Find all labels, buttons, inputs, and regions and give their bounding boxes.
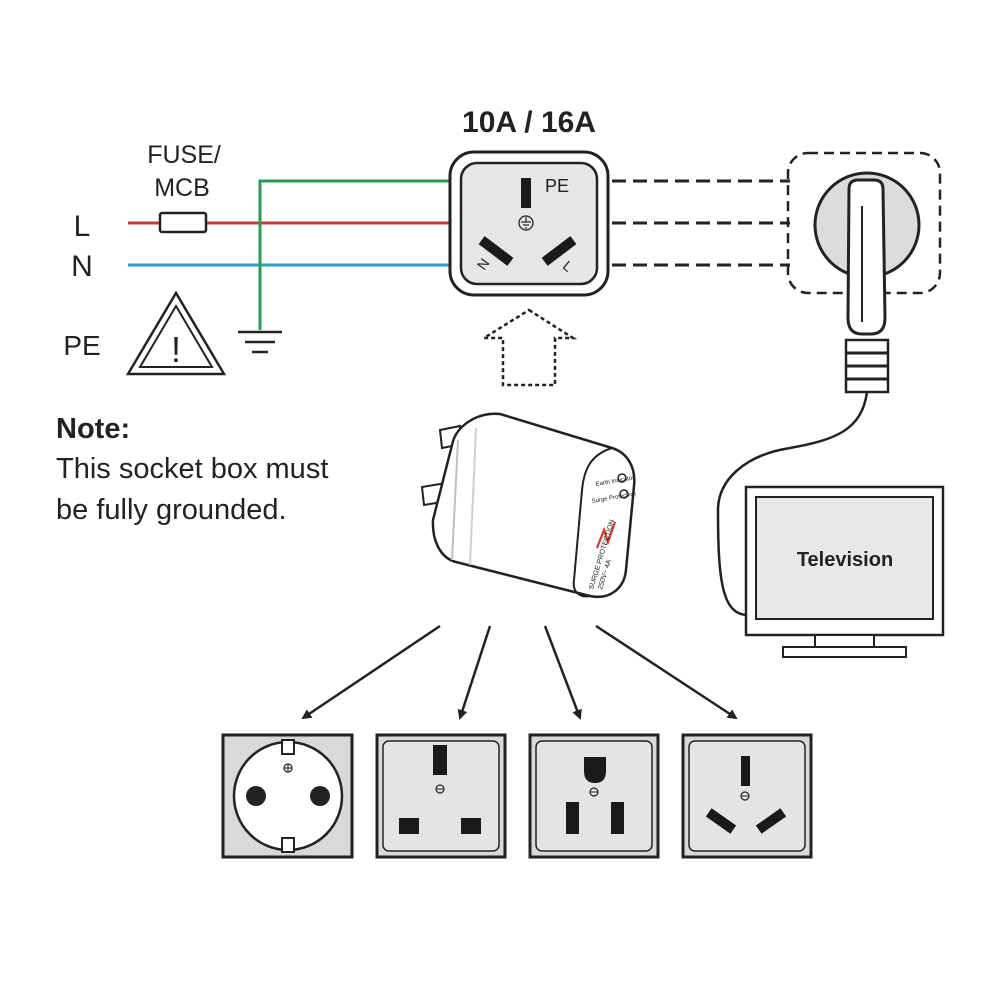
indicator-light-1 [617,473,627,483]
line-label: L [74,210,91,243]
plug-outline-box [786,151,942,295]
fuse-label-line2: MCB [154,174,210,202]
main-socket: PE N L [448,150,610,297]
au-socket-icon [681,733,813,859]
us-socket-icon [528,733,660,859]
distribution-arrows [301,624,738,720]
ground-icon [238,330,282,354]
arrow-to-schuko [301,624,441,720]
earth-symbol-icon [518,215,534,231]
schuko-socket-icon [221,733,354,859]
neutral-pin-slot [478,236,514,266]
arrow-to-uk [457,625,492,720]
note-line1: This socket box must [56,453,328,485]
adapter-icon: Earth Indicator Surge Protection SURGE P… [420,412,636,599]
warning-mark: ! [171,329,181,370]
power-cable [716,391,869,617]
earth-label: PE [63,330,100,361]
socket-pe-label: PE [545,176,569,196]
line-pin-slot [541,236,577,266]
dashed-connectors [612,179,790,267]
arrow-to-us [543,625,582,720]
insert-up-arrow-icon [479,308,578,387]
note-title: Note: [56,413,130,445]
television-icon: Television [744,485,945,658]
lightning-icon [595,521,617,549]
earth-pin-slot [521,178,531,208]
fuse-label-line1: FUSE/ [147,141,221,169]
warning-triangle-icon: ! [125,290,227,376]
earth-wire [258,179,452,330]
fuse-icon [158,211,208,234]
rating-title: 10A / 16A [462,106,596,139]
neutral-label: N [71,250,93,283]
plug-icon [813,171,921,394]
uk-socket-icon [375,733,507,859]
note-line2: be fully grounded. [56,494,287,526]
indicator-light-2 [619,489,629,499]
arrow-to-au [595,624,738,720]
television-label: Television [797,549,893,571]
